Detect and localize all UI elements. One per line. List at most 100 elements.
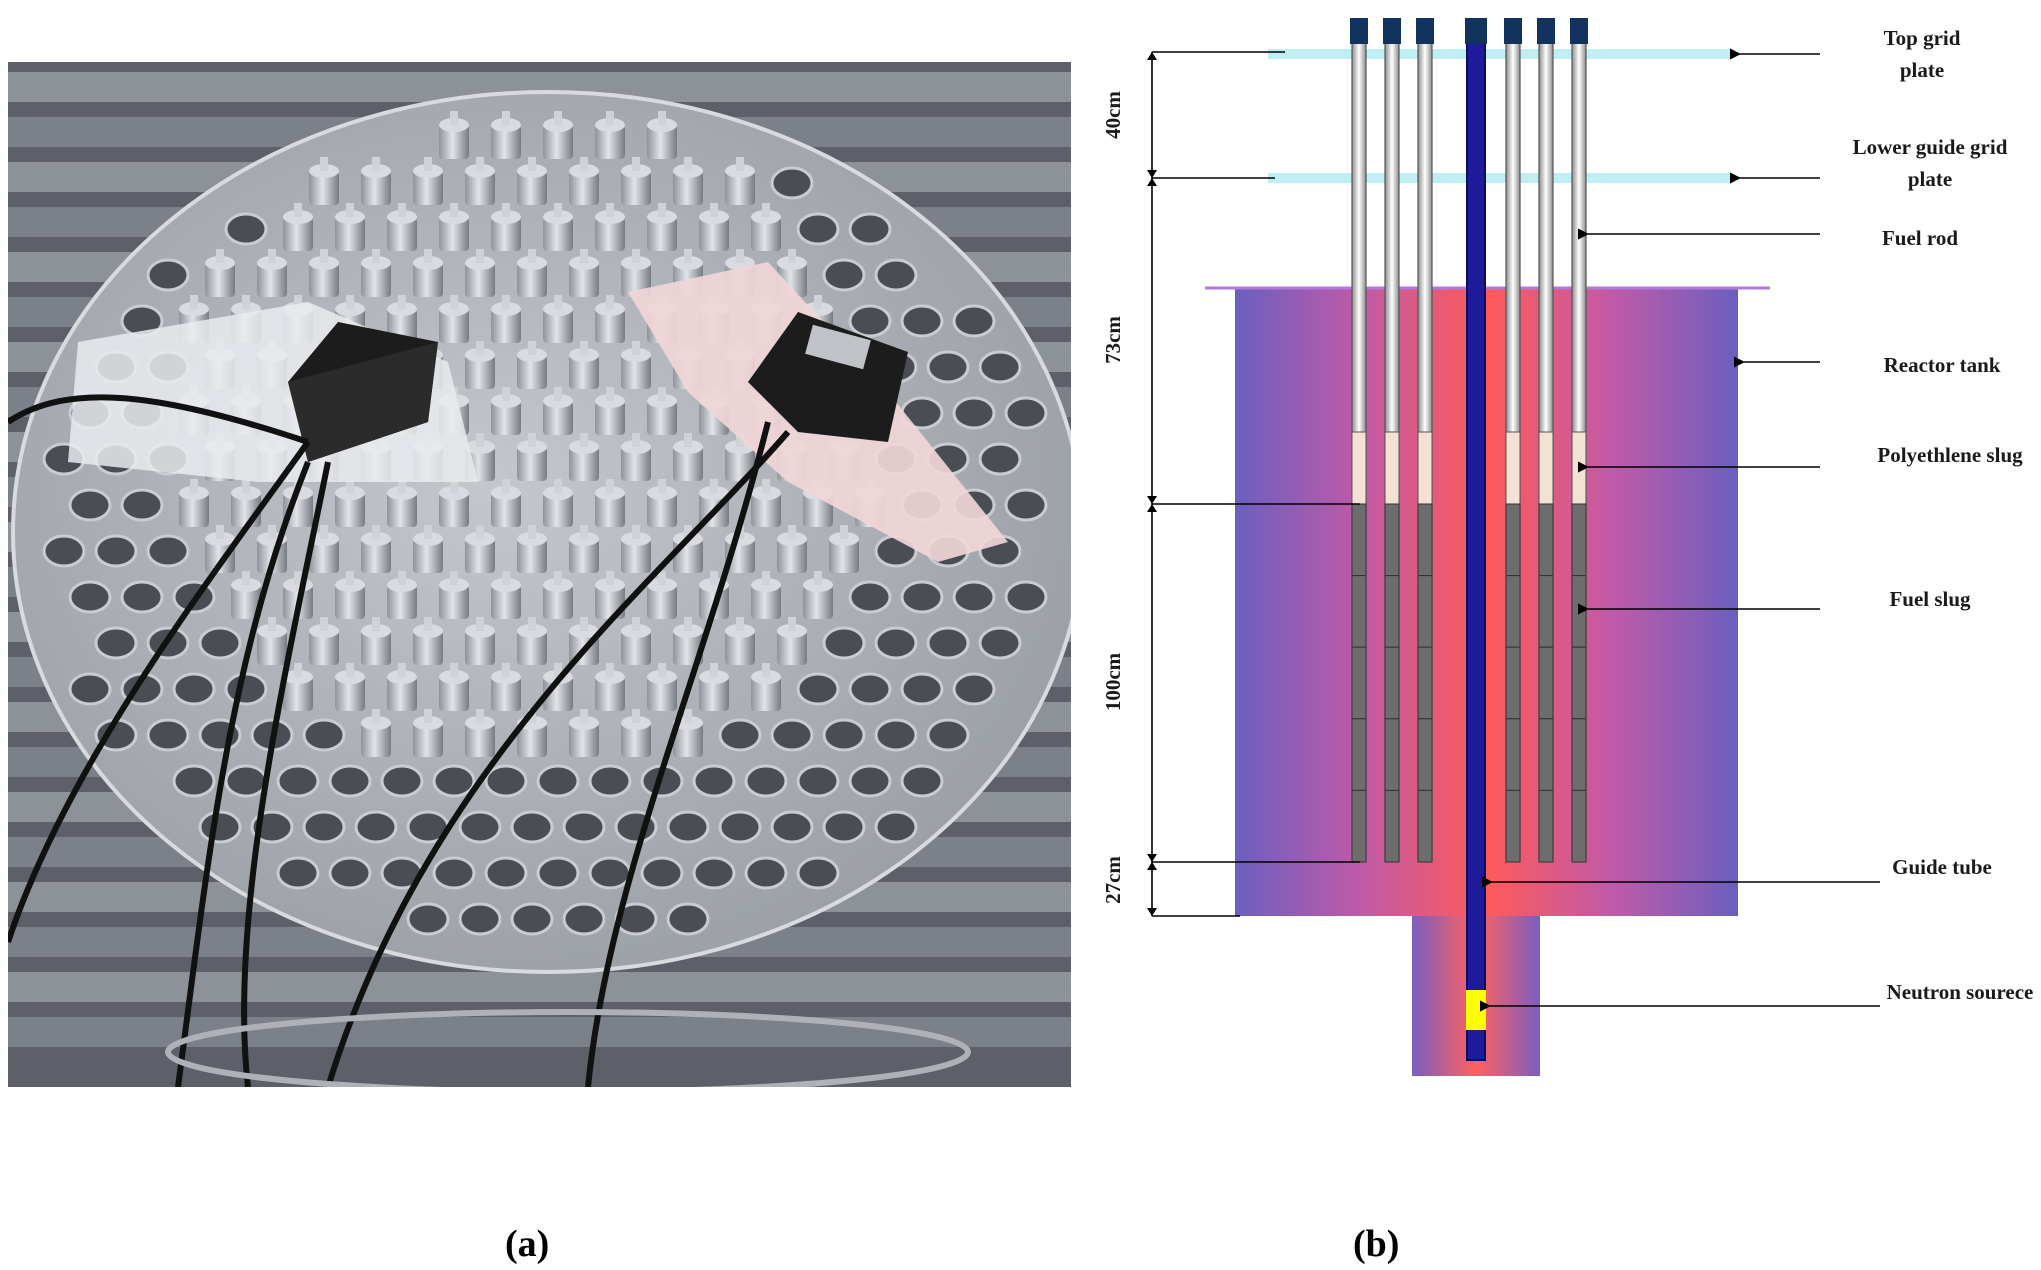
fuel-pin [543,493,573,527]
fuel-pin-stud [424,617,432,631]
fuel-pin-stud [320,157,328,171]
fuel-pin-stud [502,571,510,585]
fuel-pin-stud [632,157,640,171]
plate-hole [692,856,736,890]
fuel-pin [517,631,547,665]
plate-hole [718,718,762,752]
fuel-pin-stud [502,387,510,401]
rack-slat [8,972,1071,1002]
plate-hole [68,488,112,522]
fuel-pin [751,585,781,619]
fuel-pin-stud [606,203,614,217]
plate-hole [1004,488,1048,522]
fuel-pin [439,585,469,619]
fuel-pin [465,171,495,205]
fuel-pin-stud [710,203,718,217]
plate-hole [562,810,606,844]
fuel-slug [1538,575,1554,648]
fuel-pin-stud [528,433,536,447]
plate-hole [978,442,1022,476]
dim-73cm: 73cm [1101,316,1125,364]
fuel-pin-stud [788,525,796,539]
fuel-pin [673,447,703,481]
fuel-pin [309,263,339,297]
fuel-pin-stud [528,341,536,355]
fuel-slug [1417,718,1433,791]
fuel-rod-cap [1350,18,1368,44]
fuel-pin [361,723,391,757]
core-photograph [8,62,1071,1087]
dimension-ticks [1147,52,1157,916]
detector-box-left [288,322,438,462]
fuel-pin-stud [372,525,380,539]
fuel-pin [673,171,703,205]
fuel-pin [205,263,235,297]
fuel-pin [725,631,755,665]
fuel-pin-stud [736,249,744,263]
plate-hole [900,672,944,706]
fuel-pin-stud [502,479,510,493]
plate-hole [900,304,944,338]
fuel-slug [1417,575,1433,648]
plate-holes [42,166,1048,936]
plate-hole [198,626,242,660]
fuel-pin [543,309,573,343]
fuel-slug [1571,503,1587,577]
fuel-pin-stud [710,571,718,585]
plate-hole [224,212,268,246]
fuel-pin-stud [528,157,536,171]
fuel-slug [1505,646,1521,720]
plate-hole [510,902,554,936]
plate-hole [172,764,216,798]
fuel-pin-stud [424,709,432,723]
fuel-rod-cap [1537,18,1555,44]
fuel-slug [1417,503,1433,577]
fuel-pin-stud [294,203,302,217]
fuel-pin [829,539,859,573]
fuel-pin-stud [398,663,406,677]
plate-hole [848,672,892,706]
fuel-pin [751,217,781,251]
fuel-pin-stud [684,157,692,171]
dim-100cm: 100cm [1101,652,1125,711]
fuel-pin-stud [606,479,614,493]
plate-hole [848,212,892,246]
fuel-pin [569,723,599,757]
plate-hole [874,626,918,660]
fuel-pin-stud [398,479,406,493]
plate-hole [874,718,918,752]
neutron-source [1466,990,1486,1030]
fuel-pin-stud [658,387,666,401]
plate-hole [224,764,268,798]
plate-hole [900,764,944,798]
fuel-pin-stud [476,249,484,263]
fuel-slug [1505,503,1521,577]
fuel-pin-stud [762,571,770,585]
label-guide-tube: Guide tube [1892,855,1992,879]
fuel-pin-stud [580,157,588,171]
fuel-pin [595,217,625,251]
fuel-pin-stud [658,203,666,217]
plate-hole [796,672,840,706]
fuel-pin-stud [450,479,458,493]
fuel-rod-cap [1504,18,1522,44]
fuel-pin-stud [528,525,536,539]
fuel-pin [465,355,495,389]
plate-hole [94,626,138,660]
fuel-pin [361,171,391,205]
fuel-pin-stud [294,663,302,677]
fuel-pin-stud [502,203,510,217]
fuel-pin [543,401,573,435]
fuel-pin-stud [606,295,614,309]
fuel-pin [777,539,807,573]
plate-hole [302,718,346,752]
fuel-pin-stud [320,617,328,631]
fuel-slug [1351,503,1367,577]
fuel-pin-stud [580,341,588,355]
plate-hole [978,626,1022,660]
fuel-slug [1351,789,1367,863]
fuel-pin-stud [242,479,250,493]
fuel-pin [413,631,443,665]
fuel-pin-stud [554,203,562,217]
fuel-pin [335,217,365,251]
